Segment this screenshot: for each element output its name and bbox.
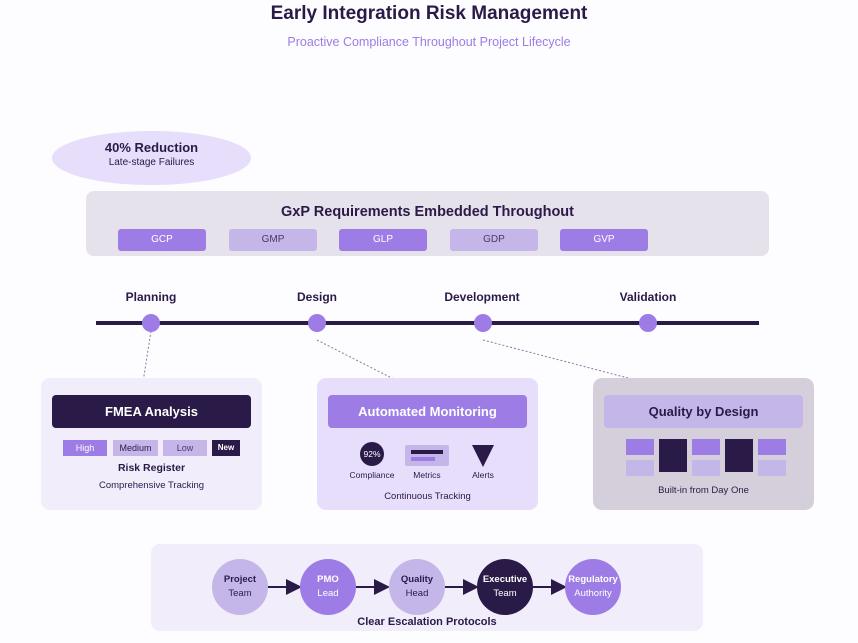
page-subtitle: Proactive Compliance Throughout Project … (287, 35, 571, 49)
gxp-tag-gcp: GCP (118, 229, 206, 251)
phase-label-validation: Validation (619, 290, 677, 304)
qbd-block (692, 460, 720, 476)
fmea-card-title: FMEA Analysis (52, 395, 251, 428)
escalation-panel: Project Team PMO Lead Quality Head Execu… (151, 544, 703, 631)
compliance-gauge-icon: 92% (360, 442, 384, 466)
phase-label-planning: Planning (125, 290, 177, 304)
qbd-block (692, 439, 720, 455)
risk-level-medium: Medium (113, 440, 158, 456)
reduction-badge-caption: Late-stage Failures (108, 157, 195, 168)
metrics-chart-icon (405, 445, 449, 466)
risk-level-low: Low (163, 440, 207, 456)
gxp-tag-glp: GLP (339, 229, 427, 251)
monitoring-card: Automated Monitoring 92% Compliance Metr… (317, 378, 538, 510)
phase-label-development: Development (444, 290, 520, 304)
gxp-heading: GxP Requirements Embedded Throughout (281, 204, 574, 220)
gxp-tag-gmp: GMP (229, 229, 317, 251)
quality-by-design-card: Quality by Design Built-in from Day One (593, 378, 814, 510)
alert-triangle-icon (472, 445, 494, 467)
milestone-planning (142, 314, 160, 332)
milestone-validation (639, 314, 657, 332)
escalation-arrows (268, 579, 567, 595)
qbd-block (725, 439, 753, 472)
page-title: Early Integration Risk Management (270, 3, 588, 24)
reduction-badge-value: 40% Reduction (104, 140, 199, 155)
risk-level-high: High (63, 440, 107, 456)
gxp-tag-gvp: GVP (560, 229, 648, 251)
qbd-card-caption: Built-in from Day One (658, 485, 749, 496)
escalation-node-project-team: Project Team (212, 559, 268, 615)
escalation-node-quality-head: Quality Head (389, 559, 445, 615)
milestone-design (308, 314, 326, 332)
escalation-node-regulatory-authority: Regulatory Authority (565, 559, 621, 615)
qbd-block (758, 460, 786, 476)
gxp-tag-gdp: GDP (450, 229, 538, 251)
qbd-block (626, 460, 654, 476)
qbd-block (626, 439, 654, 455)
gxp-requirements-panel: GxP Requirements Embedded Throughout GCP… (86, 191, 769, 256)
qbd-card-title: Quality by Design (604, 395, 803, 428)
risk-register-label: Risk Register (117, 462, 186, 474)
monitoring-card-title: Automated Monitoring (328, 395, 527, 428)
alerts-label: Alerts (472, 470, 494, 480)
fmea-card-caption: Comprehensive Tracking (98, 480, 205, 491)
phase-label-design: Design (296, 290, 337, 304)
qbd-block (758, 439, 786, 455)
escalation-node-pmo-lead: PMO Lead (300, 559, 356, 615)
fmea-card: FMEA Analysis High Medium Low New Risk R… (41, 378, 262, 510)
risk-level-new: New (212, 440, 240, 456)
compliance-label: Compliance (349, 470, 395, 480)
qbd-block (659, 439, 687, 472)
monitoring-card-caption: Continuous Tracking (384, 491, 471, 502)
escalation-node-executive-team: Executive Team (477, 559, 533, 615)
metrics-label: Metrics (413, 470, 441, 480)
milestone-development (474, 314, 492, 332)
reduction-badge: 40% Reduction Late-stage Failures (52, 131, 251, 185)
escalation-caption: Clear Escalation Protocols (357, 616, 497, 628)
